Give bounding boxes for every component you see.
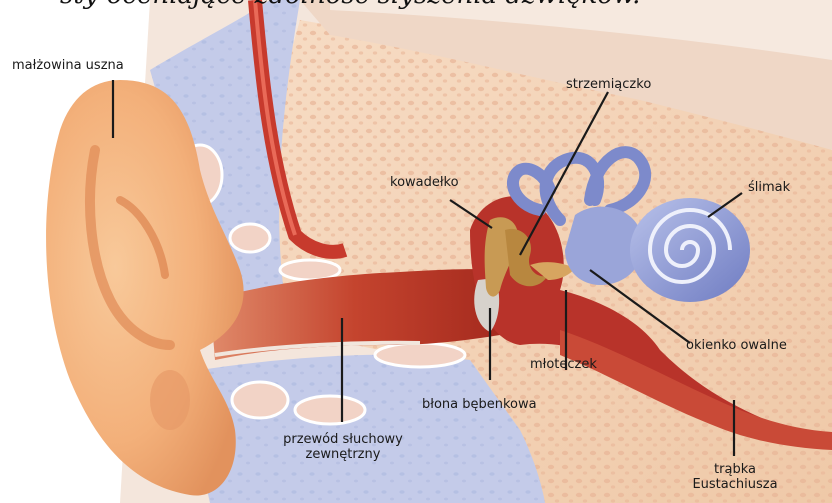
label-blona-bebenkowa: błona bębenkowa xyxy=(422,397,537,412)
label-trabka-eustachiusza: trąbka Eustachiusza xyxy=(680,462,790,492)
label-slimak: ślimak xyxy=(748,180,790,195)
cochlea xyxy=(630,198,750,302)
label-kowadelko: kowadełko xyxy=(390,175,459,190)
label-trabka-line1: trąbka xyxy=(680,462,790,477)
page-caption: sty oceniające zdolność słyszenia dźwięk… xyxy=(0,0,832,14)
label-przewod-line1: przewód słuchowy xyxy=(258,432,428,447)
label-strzemiaczko: strzemiączko xyxy=(566,77,651,92)
label-trabka-line2: Eustachiusza xyxy=(680,477,790,492)
label-okienko-owalne: okienko owalne xyxy=(686,338,787,353)
label-przewod-sluchowy: przewód słuchowy zewnętrzny xyxy=(258,432,428,462)
label-przewod-line2: zewnętrzny xyxy=(258,447,428,462)
label-malzowina-uszna: małżowina uszna xyxy=(12,58,124,73)
label-mloteczek: młoteczek xyxy=(530,357,597,372)
